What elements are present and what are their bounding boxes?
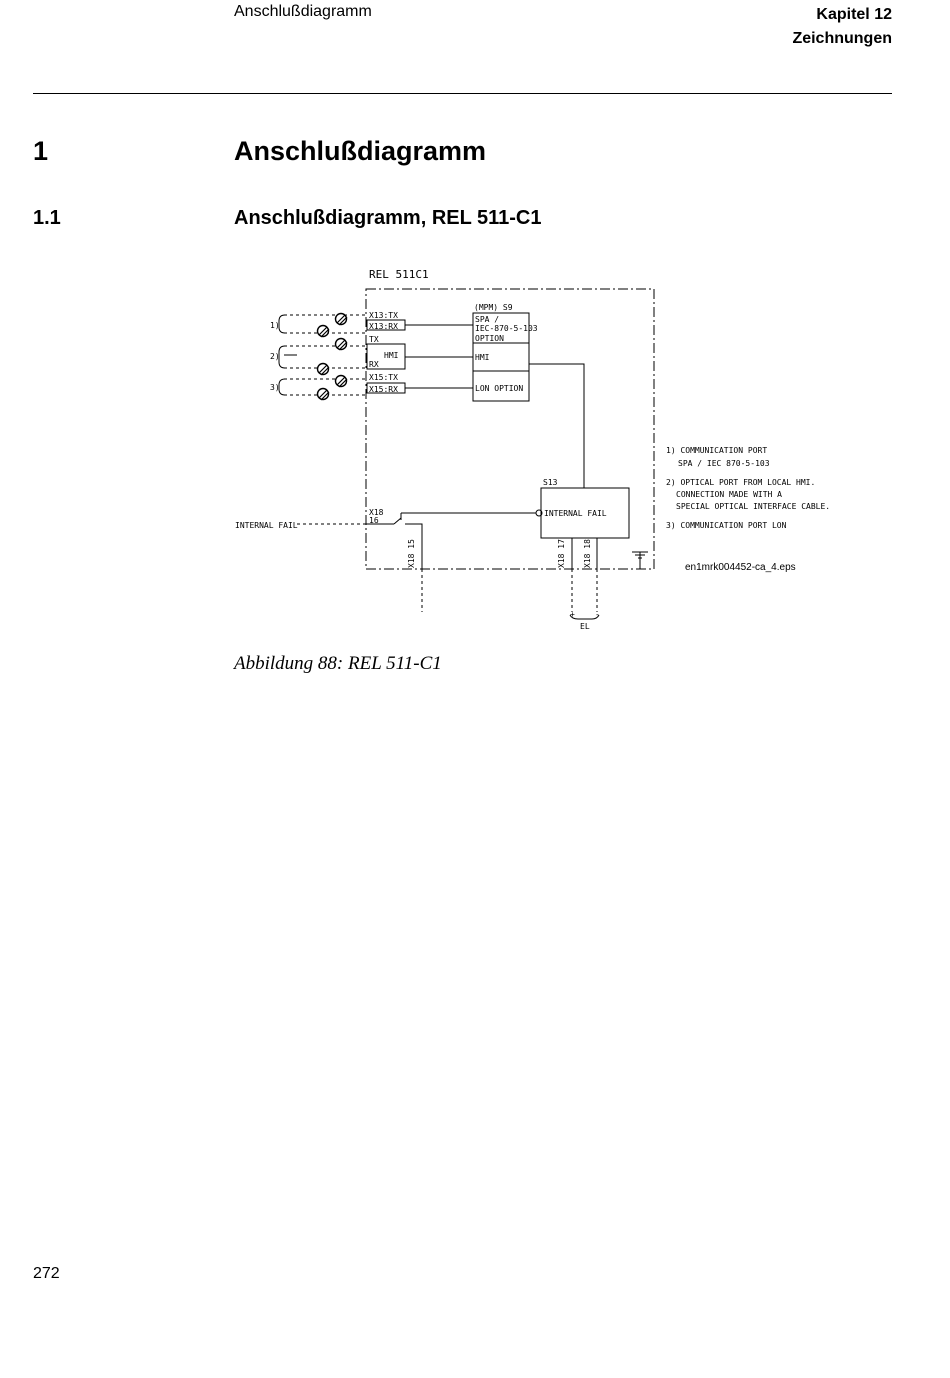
chapter-number: Kapitel 12 (816, 6, 892, 23)
terminal-x18-17: X18 17 (557, 539, 566, 568)
note-1-line1: 1) COMMUNICATION PORT (666, 446, 767, 455)
port-label-x13tx: X13:TX (369, 311, 398, 320)
port-label-x13rx: X13:RX (369, 322, 398, 331)
device-enclosure (365, 288, 655, 570)
el-label: EL (580, 622, 590, 631)
running-header-title: Anschlußdiagramm (234, 3, 372, 20)
note-3: 3) COMMUNICATION PORT LON (666, 521, 787, 530)
note-2-line3: SPECIAL OPTICAL INTERFACE CABLE. (676, 502, 830, 511)
module-spa-line3: OPTION (475, 334, 504, 343)
subsection-title: Anschlußdiagramm, REL 511-C1 (234, 207, 542, 229)
header-rule (33, 93, 892, 94)
minus-mark: - (595, 610, 600, 619)
s13-box (540, 487, 630, 539)
figure-filename: en1mrk004452-ca_4.eps (685, 562, 796, 573)
port-label-tx: TX (369, 335, 379, 344)
port-label-hmi: HMI (384, 351, 399, 360)
figure-caption: Abbildung 88: REL 511-C1 (234, 653, 442, 674)
x18-terminal-16: 16 (369, 516, 379, 525)
marker-1: 1) (270, 321, 280, 330)
s13-label: S13 (543, 478, 558, 487)
module-label: (MPM) S9 (474, 303, 513, 312)
s13-internal-fail: INTERNAL FAIL (544, 509, 607, 518)
x18-label: X18 (369, 508, 384, 517)
port-label-x15tx: X15:TX (369, 373, 398, 382)
chapter-title: Zeichnungen (792, 30, 892, 47)
connection-diagram: REL 511C1 X13:TX X13:RX TX HMI RX X15:TX… (235, 268, 830, 631)
module-lon-label: LON OPTION (475, 384, 523, 393)
internal-fail-label: INTERNAL FAIL (235, 521, 298, 530)
note-2-line2: CONNECTION MADE WITH A (676, 490, 782, 499)
module-hmi-label: HMI (475, 353, 490, 362)
marker-2: 2) (270, 352, 280, 361)
section-title: Anschlußdiagramm (234, 136, 487, 166)
marker-3: 3) (270, 383, 280, 392)
module-spa-line1: SPA / (475, 315, 499, 324)
port-label-rx: RX (369, 360, 379, 369)
terminal-x18-18: X18 18 (583, 539, 592, 568)
terminal-x18-15: X18 15 (407, 539, 416, 568)
subsection-number: 1.1 (33, 207, 61, 229)
diagram-title: REL 511C1 (369, 268, 429, 281)
note-2-line1: 2) OPTICAL PORT FROM LOCAL HMI. (666, 478, 815, 487)
plus-mark: + (570, 610, 575, 619)
note-1-line2: SPA / IEC 870-5-103 (678, 459, 770, 468)
section-number: 1 (33, 136, 49, 166)
port-label-x15rx: X15:RX (369, 385, 398, 394)
page-number: 272 (33, 1265, 60, 1282)
module-spa-line2: IEC-870-5-103 (475, 324, 538, 333)
running-header-chapter: Kapitel 12 Zeichnungen (792, 3, 892, 51)
